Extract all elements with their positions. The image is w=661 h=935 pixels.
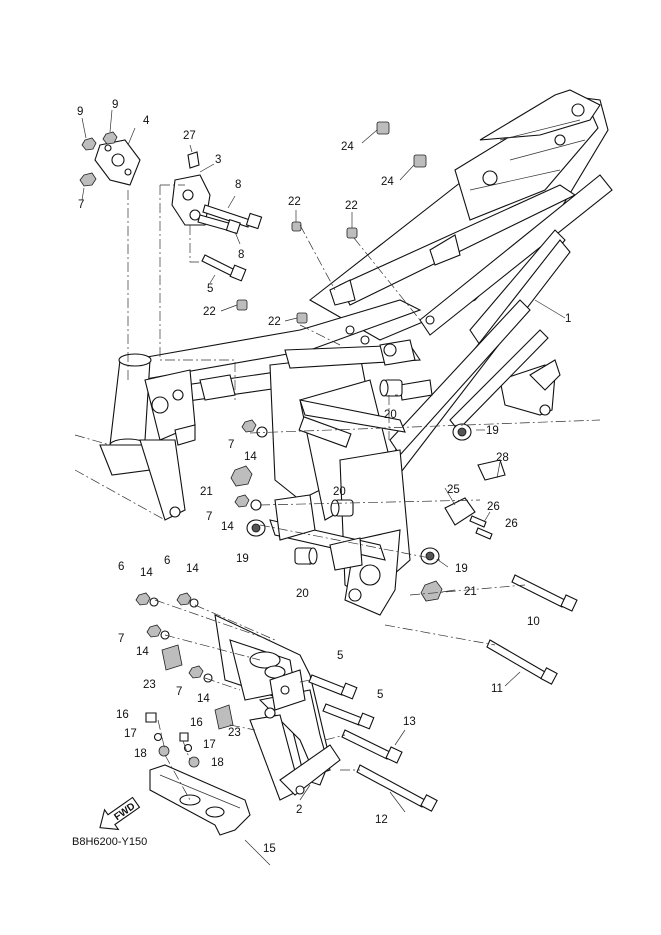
skid-plate — [149, 764, 251, 836]
callout-25: 25 — [447, 484, 460, 496]
callout-27: 27 — [183, 130, 196, 142]
fwd-arrow: FWD — [99, 796, 141, 831]
leader-lines — [74, 109, 601, 866]
callout-16-right: 16 — [190, 717, 203, 729]
callout-14-d: 14 — [186, 563, 199, 575]
callout-21-left: 21 — [200, 486, 213, 498]
callout-6-right: 6 — [164, 555, 170, 567]
callout-20-b: 20 — [333, 486, 346, 498]
callout-23-right: 23 — [228, 727, 241, 739]
callout-22-d: 22 — [268, 316, 281, 328]
callout-5-mid: 5 — [337, 650, 343, 662]
callout-6-left: 6 — [118, 561, 124, 573]
callout-22-b: 22 — [345, 200, 358, 212]
callout-9-right: 9 — [112, 99, 118, 111]
callout-26-b: 26 — [505, 518, 518, 530]
callout-14-c: 14 — [140, 567, 153, 579]
callout-20-c: 20 — [296, 588, 309, 600]
callout-labels: 1 2 3 4 5 5 5 6 6 7 7 7 7 7 7 8 8 9 9 10… — [77, 99, 571, 855]
callout-7-top: 7 — [78, 199, 84, 211]
engine-bracket-3 — [171, 174, 211, 226]
callout-19-a: 19 — [486, 425, 499, 437]
callout-7-a: 7 — [228, 439, 234, 451]
callout-11: 11 — [491, 683, 503, 695]
callout-19-c: 19 — [455, 563, 468, 575]
callout-19-b: 19 — [236, 553, 249, 565]
callout-16-left: 16 — [116, 709, 129, 721]
callout-4: 4 — [143, 115, 150, 127]
callout-18-right: 18 — [211, 757, 224, 769]
callout-9-left: 9 — [77, 106, 83, 118]
callout-1: 1 — [565, 313, 571, 325]
callout-22-a: 22 — [288, 196, 301, 208]
callout-21-right: 21 — [464, 586, 477, 598]
callout-17-left: 17 — [124, 728, 137, 740]
callout-7-b: 7 — [206, 511, 212, 523]
callout-10: 10 — [527, 616, 540, 628]
callout-24-b: 24 — [381, 176, 394, 188]
main-frame — [99, 89, 613, 616]
callout-3: 3 — [215, 154, 221, 166]
callout-12: 12 — [375, 814, 388, 826]
callout-7-c: 7 — [118, 633, 124, 645]
lower-frame — [214, 614, 341, 801]
callout-2: 2 — [296, 804, 302, 816]
callout-22-c: 22 — [203, 306, 216, 318]
callout-15: 15 — [263, 843, 276, 855]
callout-24-a: 24 — [341, 141, 354, 153]
callout-28: 28 — [496, 452, 509, 464]
callout-18-left: 18 — [134, 748, 147, 760]
callout-26-a: 26 — [487, 501, 500, 513]
callout-14-e: 14 — [136, 646, 149, 658]
callout-5-lower: 5 — [377, 689, 383, 701]
callout-14-f: 14 — [197, 693, 210, 705]
engine-bracket-4 — [94, 139, 141, 186]
callout-20-a: 20 — [384, 409, 397, 421]
callout-8-upper: 8 — [235, 179, 241, 191]
callout-8-lower: 8 — [238, 249, 244, 261]
callout-5-upper: 5 — [207, 283, 213, 295]
callout-17-right: 17 — [203, 739, 216, 751]
callout-14-b: 14 — [221, 521, 234, 533]
drawing-code: B8H6200-Y150 — [72, 836, 147, 848]
callout-7-d: 7 — [176, 686, 182, 698]
callout-14-a: 14 — [244, 451, 257, 463]
callout-23-left: 23 — [143, 679, 156, 691]
callout-13: 13 — [403, 716, 416, 728]
